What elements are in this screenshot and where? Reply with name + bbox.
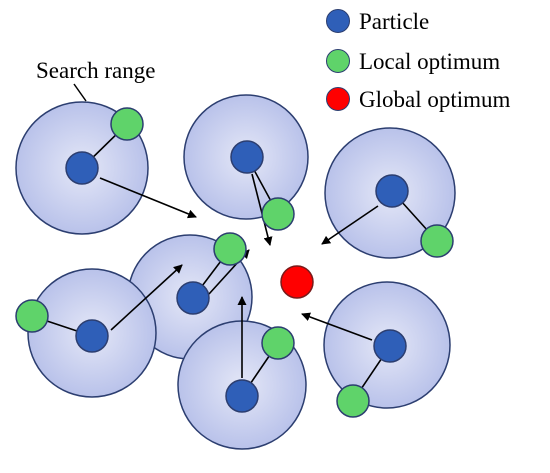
nodes — [15, 107, 454, 418]
group-top-center-local-optimum — [261, 197, 295, 231]
legend-item-particle: Particle — [326, 4, 429, 38]
group-top-left-particle — [65, 151, 99, 185]
group-left-lower-particle — [75, 319, 109, 353]
group-bottom-center-local-optimum — [261, 326, 295, 360]
search-range-label: Search range — [36, 58, 156, 83]
legend-item-local-optimum: Local optimum — [326, 44, 500, 78]
group-top-left-arrow — [99, 177, 197, 219]
group-top-center-particle — [230, 140, 264, 174]
group-top-center-arrow — [251, 173, 273, 246]
group-bottom-center-particle — [225, 379, 259, 413]
global-optimum-legend-marker — [326, 87, 350, 111]
group-left-lower-local-optimum — [15, 299, 49, 333]
legend-label-local-optimum: Local optimum — [359, 48, 501, 74]
group-right-lower-arrow — [301, 312, 373, 341]
global-optimum-node — [280, 265, 314, 299]
group-middle-left-local-optimum — [213, 232, 247, 266]
local-optimum-legend-marker — [326, 49, 350, 73]
velocity-arrows — [99, 173, 379, 378]
group-right-lower-local-optimum — [336, 384, 370, 418]
legend-label-global-optimum: Global optimum — [359, 86, 511, 112]
legend-label-particle: Particle — [359, 8, 430, 34]
group-right-upper-arrow — [321, 205, 379, 245]
group-right-upper-local-optimum — [420, 224, 454, 258]
group-left-lower-arrow — [110, 264, 183, 331]
group-right-lower-particle — [373, 329, 407, 363]
search-range-pointer — [73, 83, 87, 102]
legend-item-global-optimum: Global optimum — [326, 82, 510, 116]
group-right-upper-particle — [375, 174, 409, 208]
group-top-left-local-optimum — [110, 107, 144, 141]
group-middle-left-particle — [176, 281, 210, 315]
particle-legend-marker — [326, 9, 350, 33]
